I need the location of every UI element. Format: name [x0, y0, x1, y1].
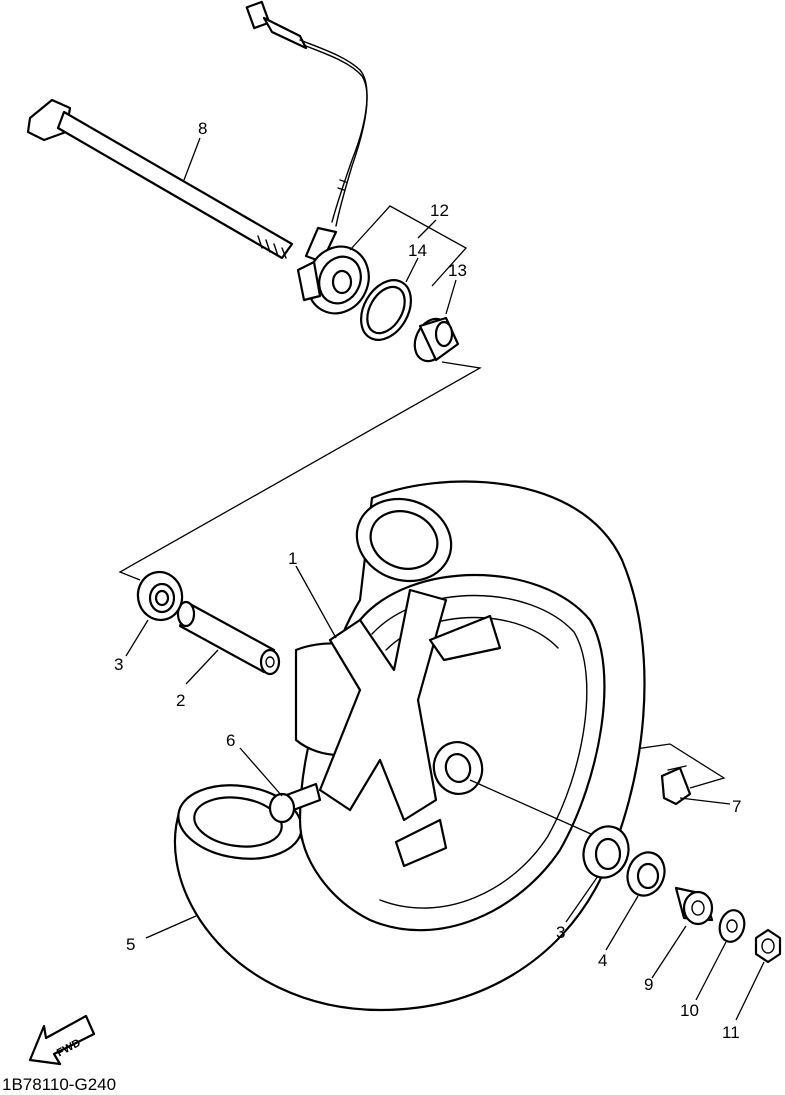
callout-11: 11 [722, 1023, 740, 1042]
callout-6: 6 [226, 731, 235, 750]
speedometer-gear-unit [296, 245, 370, 315]
callout-12: 12 [430, 201, 449, 220]
forward-direction-arrow: FWD [28, 1014, 96, 1066]
callout-3-left: 3 [114, 655, 123, 674]
seal-ring [360, 279, 412, 341]
callout-leader-lines [125, 137, 765, 1021]
gear-retainer-clip [413, 316, 460, 363]
callout-13: 13 [448, 261, 467, 280]
callout-labels: 1 2 3 3 4 5 6 7 8 9 10 11 12 13 14 [114, 119, 741, 1042]
callout-3-right: 3 [556, 923, 565, 942]
washer [718, 909, 746, 943]
callout-9: 9 [644, 975, 653, 994]
axle-collar [176, 600, 281, 676]
callout-10: 10 [680, 1001, 699, 1020]
callout-14: 14 [408, 241, 427, 260]
oil-seal [626, 851, 666, 897]
front-axle [26, 98, 294, 260]
bearing-left [136, 570, 184, 622]
wheel-rim [294, 574, 606, 932]
speedometer-cable [245, 0, 368, 264]
callout-1: 1 [288, 549, 297, 568]
tyre-valve [268, 782, 322, 824]
callout-8: 8 [198, 119, 207, 138]
spacer [674, 886, 714, 926]
axle-nut [754, 928, 782, 964]
callout-4: 4 [598, 951, 607, 970]
callout-2: 2 [176, 691, 185, 710]
diagram-code: 1B78110-G240 [2, 1075, 116, 1094]
callout-5: 5 [126, 935, 135, 954]
callout-7: 7 [732, 797, 741, 816]
